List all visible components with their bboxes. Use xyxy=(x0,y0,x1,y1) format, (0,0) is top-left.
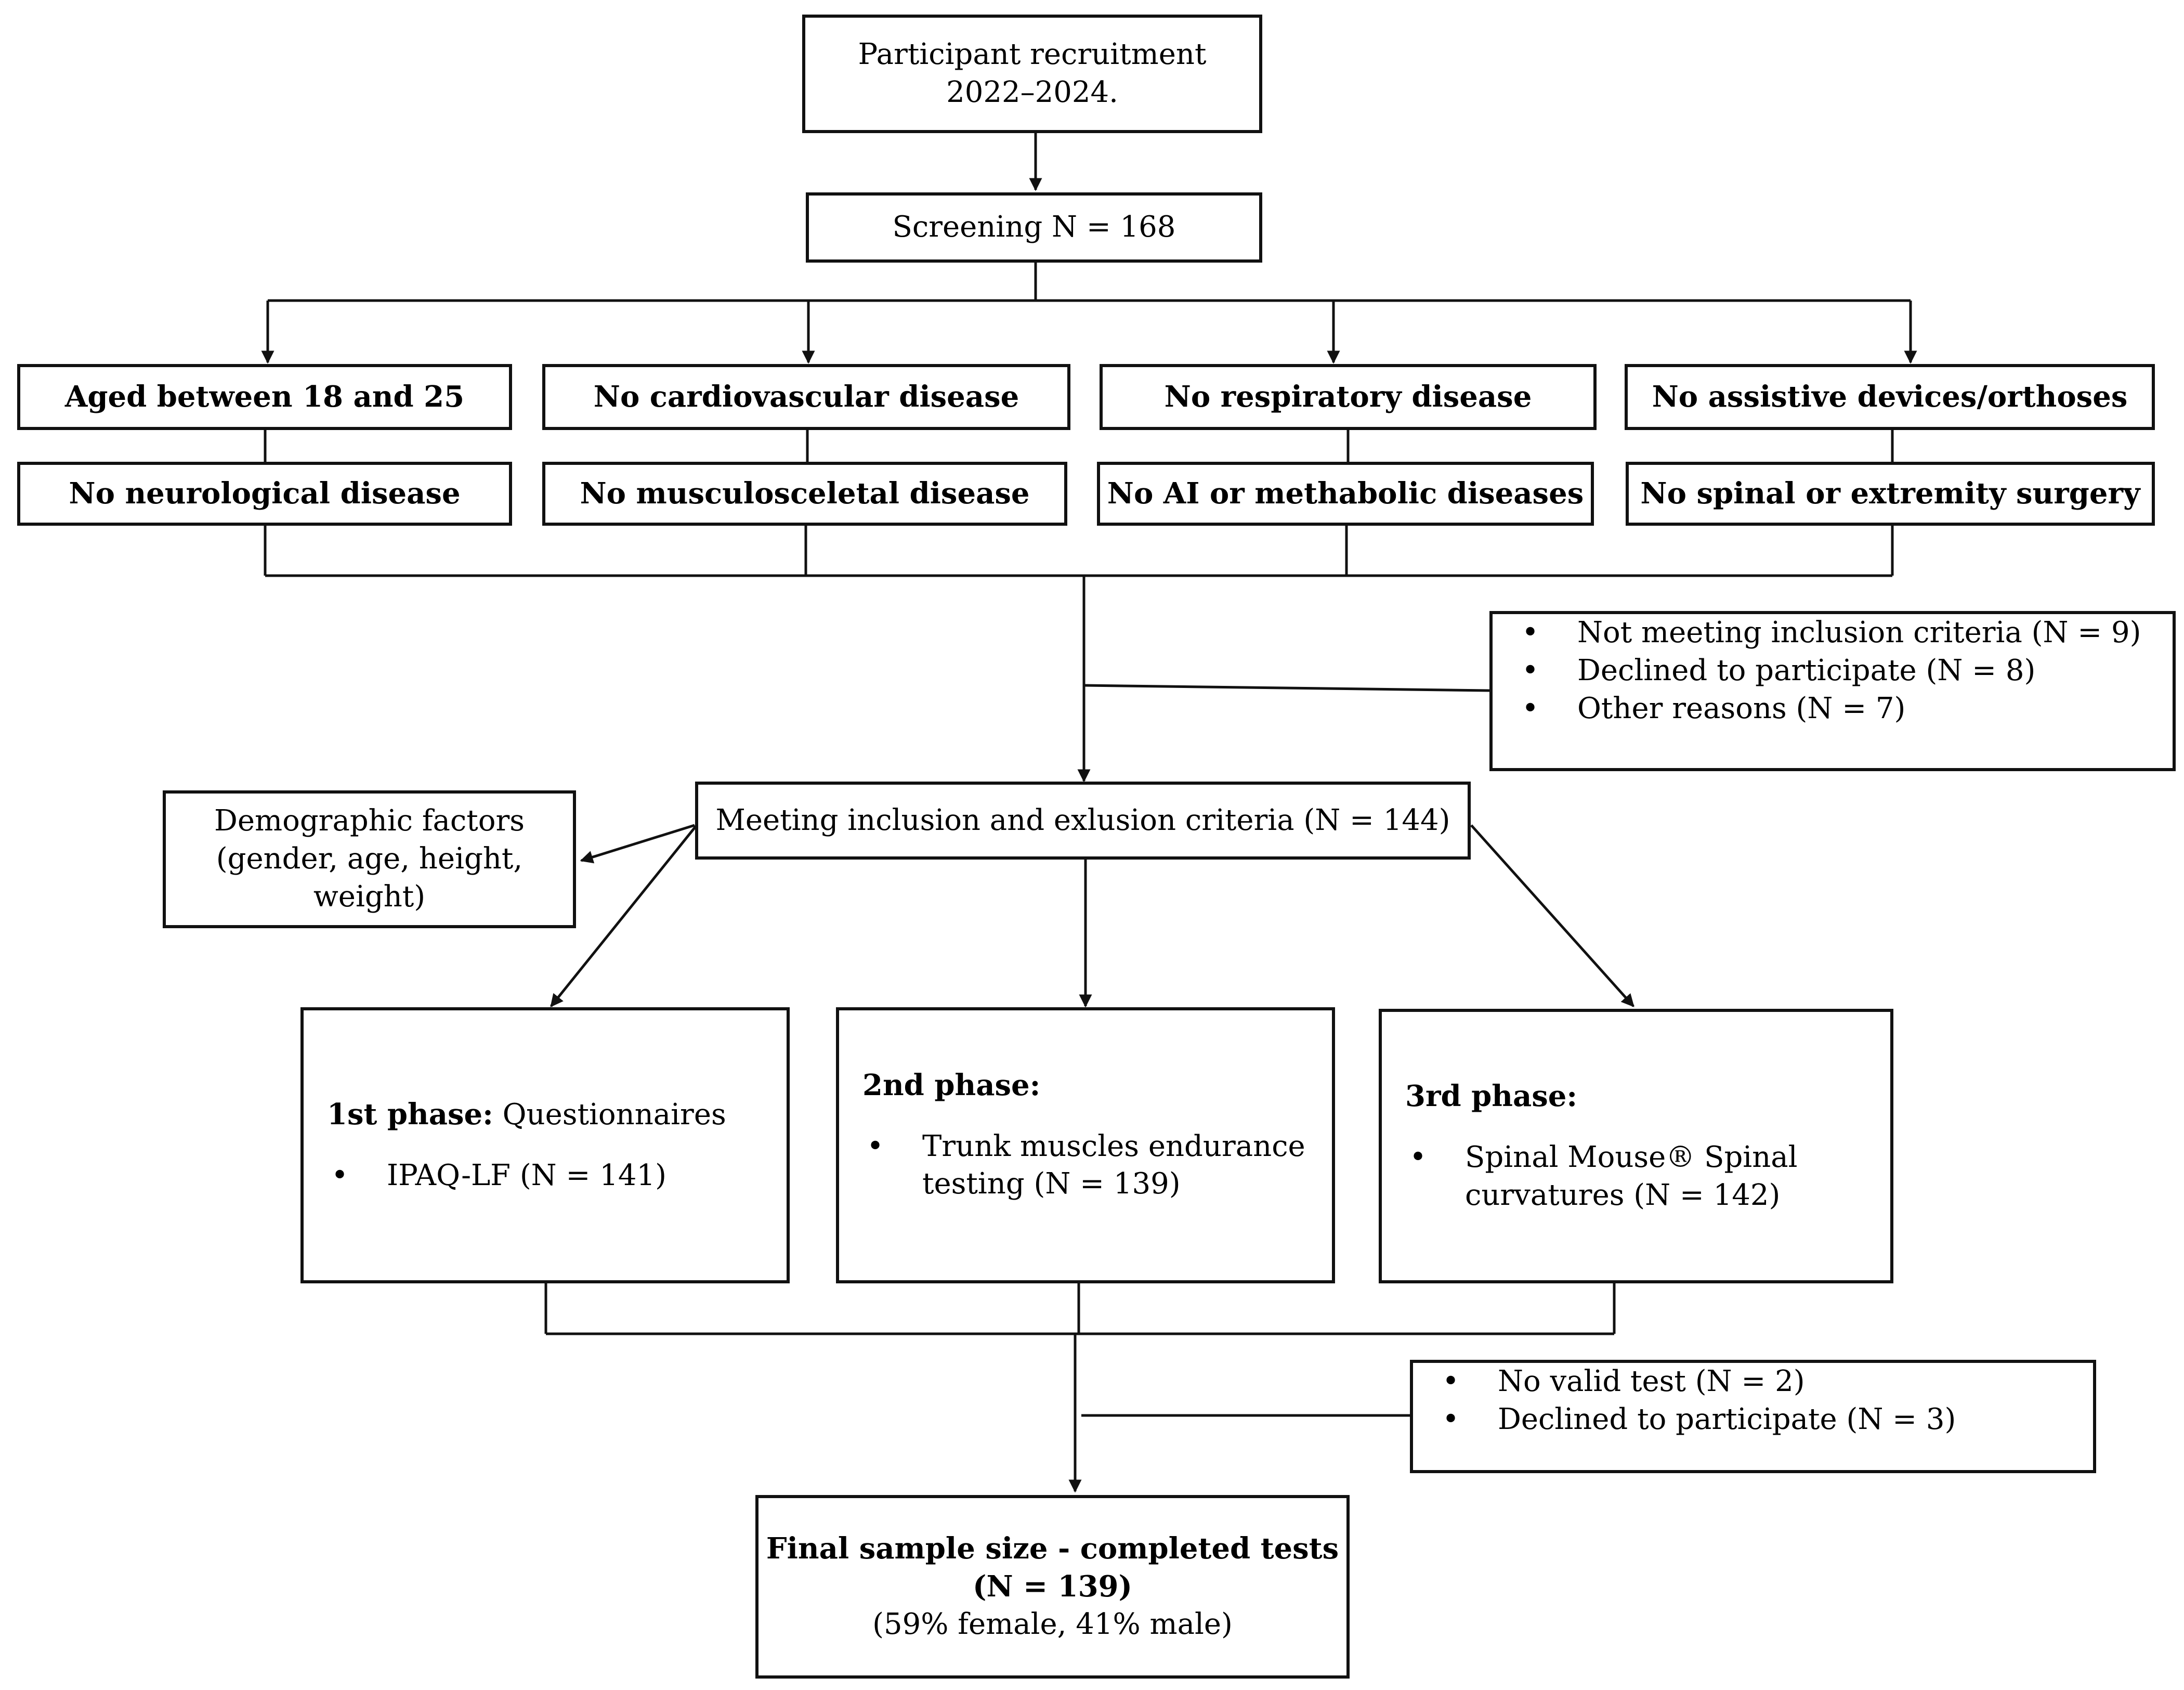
arrow-to-phase1 xyxy=(550,824,698,1007)
exclusion-item: Declined to participate (N = 3) xyxy=(1438,1401,1956,1439)
exclusion-item: No valid test (N = 2) xyxy=(1438,1363,1956,1401)
screening-label: Screening N = 168 xyxy=(892,210,1176,244)
final-title: Final sample size - completed tests xyxy=(766,1531,1339,1566)
recruitment-line2: 2022–2024. xyxy=(946,75,1118,109)
phase-1-title: 1st phase: Questionnaires xyxy=(327,1096,726,1134)
demographics-line2: (gender, age, height, xyxy=(216,842,523,876)
criterion-cardiovascular: No cardiovascular disease xyxy=(542,364,1070,430)
exclusion-list-2: No valid test (N = 2) Declined to partic… xyxy=(1438,1363,1956,1439)
phase-2-item: Trunk muscles endurance testing (N = 139) xyxy=(862,1128,1305,1204)
phase-1-list: IPAQ-LF (N = 141) xyxy=(327,1157,666,1195)
criterion-metabolic-label: No AI or methabolic diseases xyxy=(1107,476,1584,511)
criterion-respiratory: No respiratory disease xyxy=(1100,364,1597,430)
phase-1-box: 1st phase: Questionnaires IPAQ-LF (N = 1… xyxy=(300,1007,790,1283)
criterion-musculoskeletal: No musculosceletal disease xyxy=(542,462,1067,526)
criterion-metabolic: No AI or methabolic diseases xyxy=(1097,462,1594,526)
exclusion-box-1: Not meeting inclusion criteria (N = 9) D… xyxy=(1489,611,2176,771)
arrow-to-demographics xyxy=(580,824,695,864)
phase-1-title-bold: 1st phase: xyxy=(327,1097,493,1132)
demographics-box: Demographic factors (gender, age, height… xyxy=(163,790,576,928)
criterion-surgery: No spinal or extremity surgery xyxy=(1626,462,2155,526)
phase-2-title-bold: 2nd phase: xyxy=(862,1068,1041,1102)
demographics-line3: weight) xyxy=(313,879,426,914)
exclusion-item: Not meeting inclusion criteria (N = 9) xyxy=(1518,614,2141,652)
inclusion-box: Meeting inclusion and exlusion criteria … xyxy=(695,782,1471,860)
final-count: (N = 139) xyxy=(973,1569,1132,1604)
criterion-assistive-devices-label: No assistive devices/orthoses xyxy=(1652,380,2128,414)
recruitment-line1: Participant recruitment xyxy=(858,37,1207,72)
phase-2-list: Trunk muscles endurance testing (N = 139) xyxy=(862,1128,1305,1204)
phase-3-title-bold: 3rd phase: xyxy=(1405,1079,1578,1114)
exclusion1-connector xyxy=(1083,684,1490,692)
criterion-assistive-devices: No assistive devices/orthoses xyxy=(1625,364,2155,430)
phase-2-box: 2nd phase: Trunk muscles endurance testin… xyxy=(836,1007,1335,1283)
exclusion-box-2: No valid test (N = 2) Declined to partic… xyxy=(1410,1360,2096,1473)
final-breakdown: (59% female, 41% male) xyxy=(872,1607,1233,1641)
phase-2-item-line2: testing (N = 139) xyxy=(922,1167,1181,1201)
phase-3-box: 3rd phase: Spinal Mouse® Spinalcurvature… xyxy=(1379,1009,1893,1283)
exclusion-item: Declined to participate (N = 8) xyxy=(1518,652,2141,690)
criterion-musculoskeletal-label: No musculosceletal disease xyxy=(580,476,1030,511)
phase-3-title: 3rd phase: xyxy=(1405,1077,1577,1116)
exclusion-item: Other reasons (N = 7) xyxy=(1518,690,2141,728)
criterion-neurological: No neurological disease xyxy=(17,462,512,526)
phase-3-item-line1: Spinal Mouse® Spinal xyxy=(1465,1140,1798,1175)
recruitment-box: Participant recruitment 2022–2024. xyxy=(802,15,1262,133)
criterion-surgery-label: No spinal or extremity surgery xyxy=(1640,476,2140,511)
criterion-age: Aged between 18 and 25 xyxy=(17,364,512,430)
arrow-to-phase3 xyxy=(1470,824,1634,1007)
phase-3-item-line2: curvatures (N = 142) xyxy=(1465,1178,1781,1212)
phase-1-title-rest: Questionnaires xyxy=(493,1098,726,1132)
criterion-age-label: Aged between 18 and 25 xyxy=(64,380,465,414)
phase-1-item: IPAQ-LF (N = 141) xyxy=(327,1157,666,1195)
demographics-line1: Demographic factors xyxy=(214,804,525,838)
phase-2-item-line1: Trunk muscles endurance xyxy=(922,1129,1305,1163)
exclusion-list-1: Not meeting inclusion criteria (N = 9) D… xyxy=(1518,614,2141,727)
criterion-respiratory-label: No respiratory disease xyxy=(1164,380,1532,414)
screening-box: Screening N = 168 xyxy=(806,192,1262,263)
phase-2-title: 2nd phase: xyxy=(862,1067,1040,1105)
criterion-neurological-label: No neurological disease xyxy=(69,476,461,511)
inclusion-label: Meeting inclusion and exlusion criteria … xyxy=(715,803,1450,837)
criterion-cardiovascular-label: No cardiovascular disease xyxy=(593,380,1019,414)
final-sample-box: Final sample size - completed tests (N =… xyxy=(755,1495,1350,1679)
